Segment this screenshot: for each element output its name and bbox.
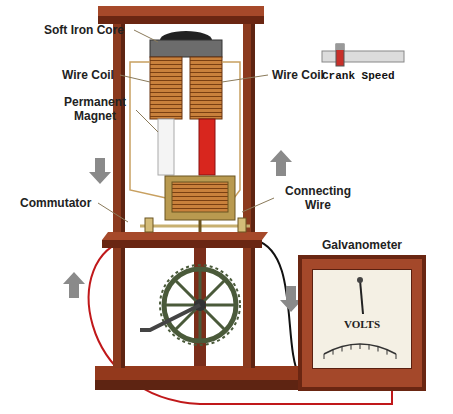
commutator [145, 218, 153, 232]
part-label: Connecting Wire [276, 184, 360, 212]
crank-handle [140, 305, 200, 330]
motion-arrow [63, 272, 85, 298]
dial-face: VOLTS [312, 269, 412, 369]
permanent-magnet [199, 119, 215, 175]
shelf-top [102, 232, 268, 240]
wire-coil [190, 57, 222, 119]
leader-line [136, 110, 158, 132]
commutator-rod [140, 225, 250, 228]
left-post-shade [121, 20, 125, 368]
leader-line [120, 75, 150, 82]
part-label: Wire Coil [272, 68, 324, 82]
leader-line [98, 203, 128, 222]
dial-tick [324, 354, 325, 359]
dial-tick [396, 354, 397, 359]
base-plank [95, 366, 300, 380]
leader-line [222, 75, 268, 82]
right-post [243, 20, 255, 368]
part-label: Permanent Magnet [54, 95, 136, 123]
commutator [238, 218, 246, 232]
left-post [113, 20, 125, 368]
dial-tick [369, 345, 370, 350]
top-beam-front [98, 16, 264, 24]
dial-tick [378, 347, 379, 352]
galvanometer-box: GalvanometerVOLTS [298, 238, 426, 391]
top-beam [98, 6, 264, 16]
shaft [199, 220, 202, 232]
motion-arrow [89, 158, 111, 184]
dial-tick [342, 347, 343, 352]
part-label: Wire Coil [62, 68, 114, 82]
soft-iron-core [150, 40, 222, 57]
shelf-front [102, 240, 262, 248]
slider-knob [336, 44, 344, 66]
dial-tick [387, 350, 388, 355]
part-label: Soft Iron Core [44, 23, 124, 37]
needle-pivot [357, 277, 363, 283]
leader-line [242, 198, 274, 212]
motion-arrow [270, 150, 292, 176]
dial-unit: VOLTS [313, 318, 411, 330]
part-label: Commutator [20, 196, 91, 210]
dial-tick [351, 345, 352, 350]
armature-coil [172, 182, 228, 212]
slider-knob-top [336, 44, 344, 50]
dial-tick [333, 350, 334, 355]
node-heading: Galvanometer [298, 238, 426, 255]
needle [360, 280, 363, 314]
dial-scale [324, 344, 396, 354]
armature [165, 176, 235, 220]
permanent-magnet [158, 119, 174, 175]
slider-track [322, 51, 404, 62]
leader-line [134, 30, 158, 42]
wire-coil [150, 57, 182, 119]
right-post-shade [251, 20, 255, 368]
galvanometer-case: VOLTS [298, 255, 426, 391]
dial-tick [360, 344, 361, 349]
base-front [95, 380, 300, 390]
part-label: Crank Speed [322, 69, 395, 83]
